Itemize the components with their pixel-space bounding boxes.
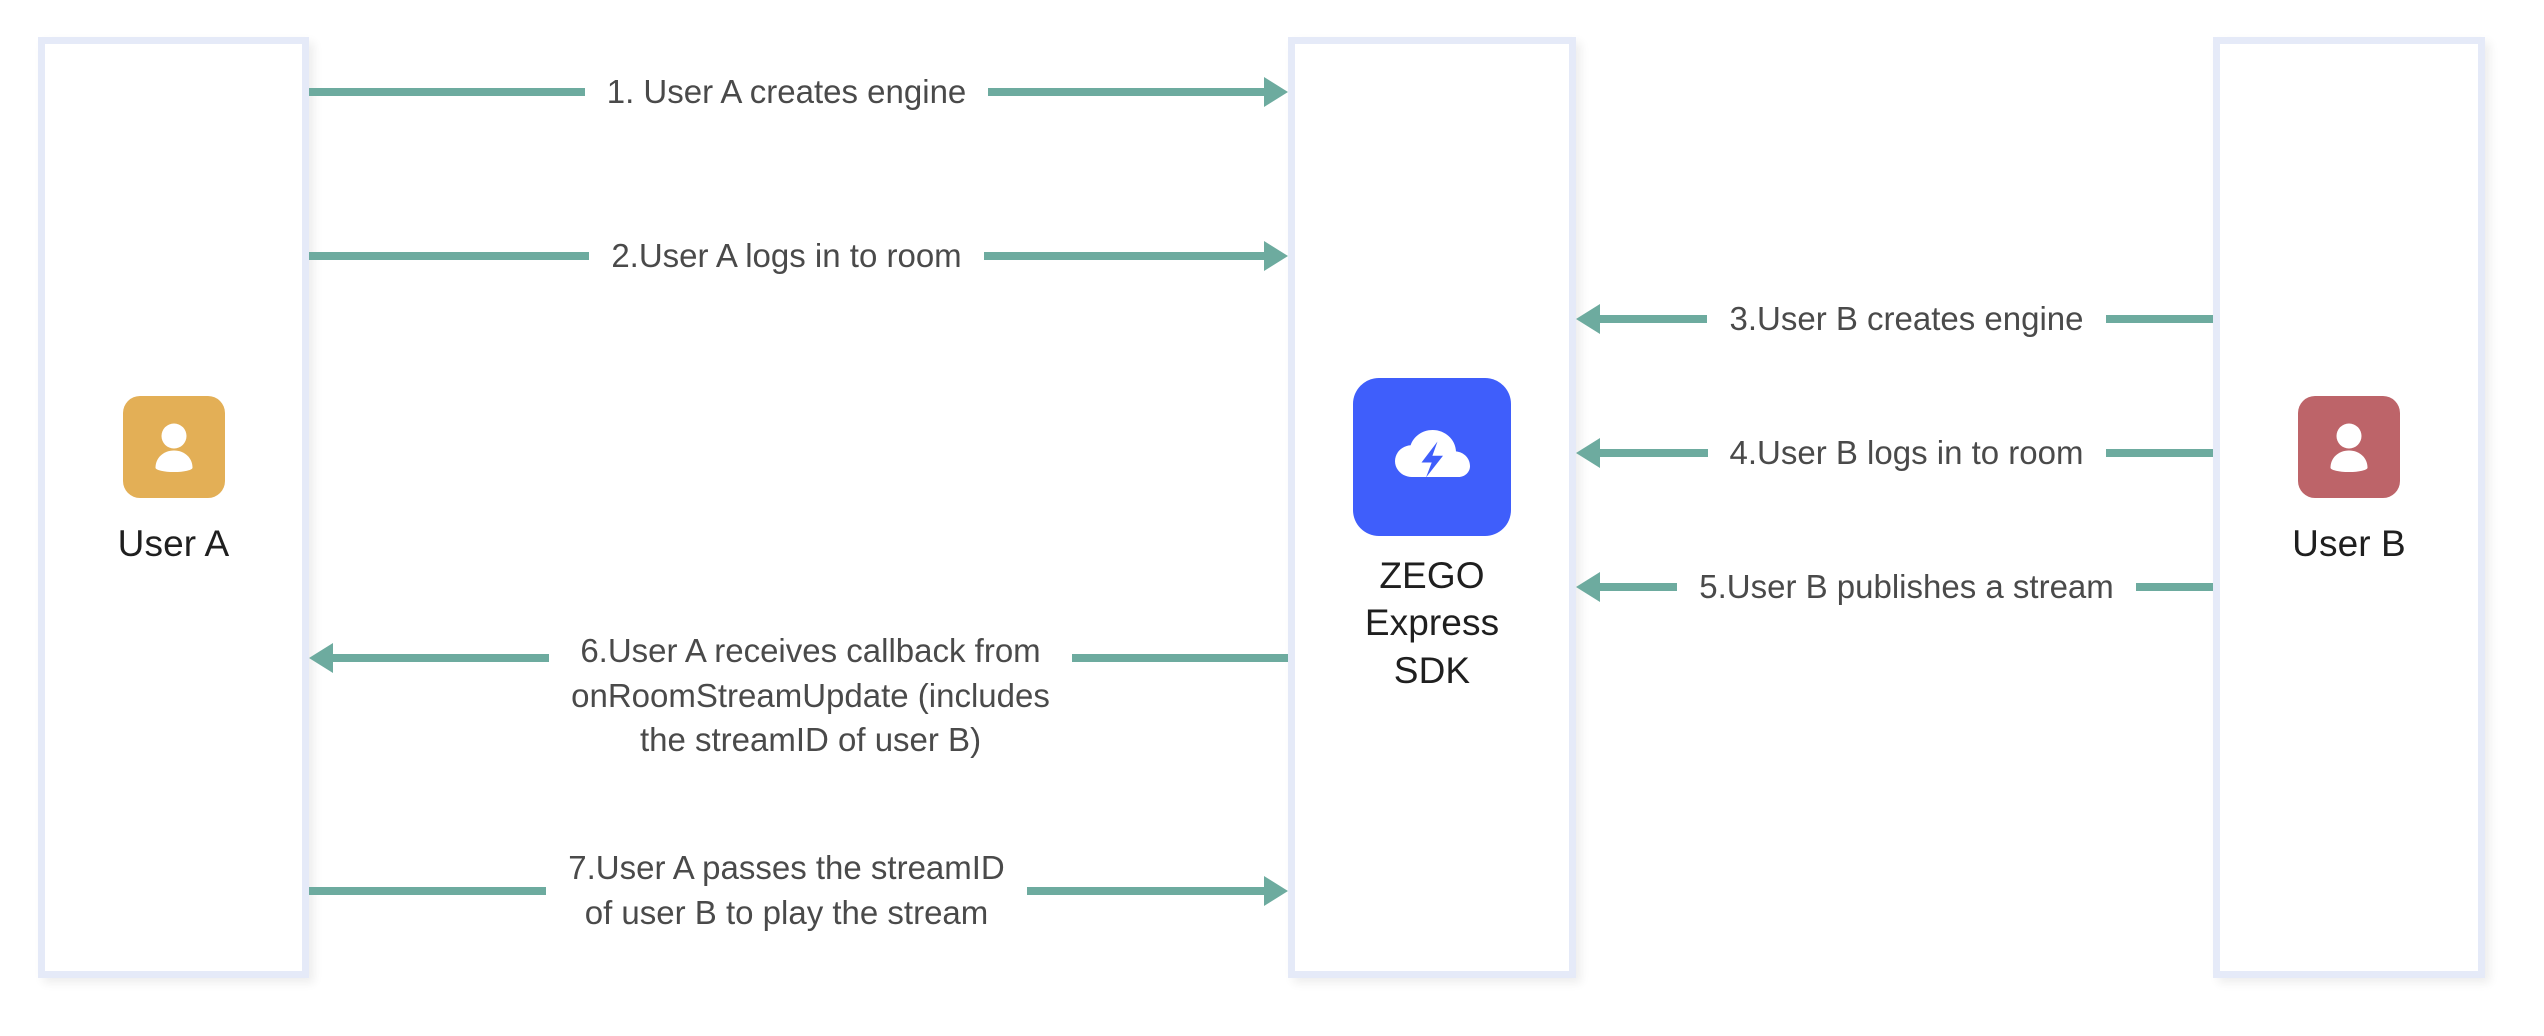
arrow-line-segment: [1071, 654, 1288, 662]
actor-label-user-a: User A: [117, 523, 230, 564]
zego-cloud-lightning-icon: [1353, 378, 1511, 536]
arrow-line-segment: [309, 88, 585, 96]
actor-label-user-b: User B: [2292, 523, 2406, 564]
actor-user-b: User B: [2213, 396, 2485, 567]
message-label: 2.User A logs in to room: [611, 236, 962, 274]
arrow-line-segment: [309, 887, 547, 895]
actor-label-zego-express-sdk: ZEGO Express SDK: [1364, 555, 1500, 691]
lifeline-user-b: [2213, 37, 2485, 978]
arrow-line-segment: [309, 252, 590, 260]
arrowhead-left-icon: [1576, 572, 1600, 602]
user-avatar-icon: [122, 396, 225, 498]
arrow-line-segment: [1600, 583, 1678, 591]
arrow-line-segment: [1600, 449, 1708, 457]
user-avatar-icon: [2298, 396, 2400, 498]
message-label: 7.User A passes the streamID of user B t…: [568, 849, 1005, 931]
arrowhead-right-icon: [1264, 241, 1288, 271]
arrow-line-segment: [2105, 449, 2214, 457]
actor-user-a: User A: [38, 396, 309, 567]
arrow-line-segment: [983, 252, 1264, 260]
arrow-line-segment: [2105, 315, 2213, 323]
arrow-line-segment: [988, 88, 1264, 96]
arrow-line-segment: [1600, 315, 1708, 323]
arrow-line-segment: [2135, 583, 2214, 591]
message-label: 6.User A receives callback from onRoomSt…: [571, 631, 1050, 759]
message-label: 5.User B publishes a stream: [1699, 567, 2114, 605]
message-label: 4.User B logs in to room: [1729, 433, 2084, 471]
arrowhead-left-icon: [1576, 304, 1600, 334]
arrowhead-left-icon: [1576, 438, 1600, 468]
actor-zego-express-sdk: ZEGO Express SDK: [1288, 378, 1576, 694]
lifeline-user-a: [38, 37, 309, 978]
arrowhead-right-icon: [1264, 876, 1288, 906]
message-label: 3.User B creates engine: [1729, 299, 2084, 337]
arrow-line-segment: [333, 654, 550, 662]
arrow-line-segment: [1026, 887, 1264, 895]
arrowhead-left-icon: [309, 643, 333, 673]
message-label: 1. User A creates engine: [606, 72, 967, 110]
arrowhead-right-icon: [1264, 77, 1288, 107]
